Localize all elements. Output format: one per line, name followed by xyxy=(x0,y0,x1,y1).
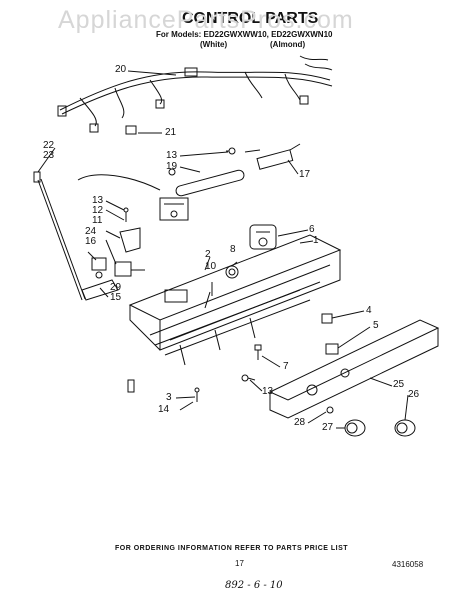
knob-26 xyxy=(394,419,416,437)
screws-bottom xyxy=(241,374,256,382)
callout-6: 6 xyxy=(309,224,315,235)
callout-27: 27 xyxy=(322,422,334,433)
small-part-19 xyxy=(168,168,176,176)
leader-lines xyxy=(37,70,409,429)
cold-control xyxy=(77,174,189,221)
callout-13-top: 13 xyxy=(166,150,178,161)
callout-14: 14 xyxy=(158,404,170,415)
callout-2: 2 xyxy=(205,249,211,260)
variant-almond: (Almond) xyxy=(270,40,306,49)
sensor-cover xyxy=(175,169,245,197)
callout-22: 22 xyxy=(43,140,55,151)
callout-19: 19 xyxy=(166,161,178,172)
callout-29: 29 xyxy=(110,282,122,293)
watermark: AppliancePartsPros.com xyxy=(58,6,354,34)
ordering-note: FOR ORDERING INFORMATION REFER TO PARTS … xyxy=(115,545,349,552)
callout-16: 16 xyxy=(85,236,97,247)
callout-10: 10 xyxy=(205,261,217,272)
wire-clip xyxy=(125,125,137,135)
callout-25: 25 xyxy=(393,379,405,390)
damper-control xyxy=(225,265,239,279)
document-code: 4316058 xyxy=(392,560,424,569)
bracket-3 xyxy=(127,379,135,393)
knob-27 xyxy=(344,419,366,437)
callout-26: 26 xyxy=(408,389,420,400)
model-numbers: For Models: ED22GWXWW10, ED22GWXWN10 xyxy=(156,30,333,39)
switch-parts-4-5 xyxy=(321,313,339,355)
callout-15: 15 xyxy=(110,292,122,303)
callout-1: 1 xyxy=(313,235,319,246)
trim-panel xyxy=(268,319,440,419)
switch-assembly xyxy=(91,257,145,279)
screw-7 xyxy=(254,344,262,360)
callout-13-bottom: 13 xyxy=(262,386,274,397)
callout-13-left: 13 xyxy=(92,195,104,206)
callout-5: 5 xyxy=(373,320,379,331)
callout-4: 4 xyxy=(366,305,372,316)
callout-12: 12 xyxy=(92,205,104,216)
callout-11: 11 xyxy=(92,215,103,226)
lever-15 xyxy=(81,279,119,301)
screw-top xyxy=(226,147,236,155)
callout-3: 3 xyxy=(166,392,172,403)
diagram-title: CONTROL PARTS xyxy=(182,10,319,27)
handwritten-note: 892 - 6 - 10 xyxy=(225,580,283,591)
callout-21: 21 xyxy=(165,127,177,138)
thermistor xyxy=(244,143,301,170)
callout-20: 20 xyxy=(115,64,127,75)
bracket-11 xyxy=(119,227,141,253)
page-number: 17 xyxy=(235,559,244,568)
callout-28: 28 xyxy=(294,417,306,428)
callout-8: 8 xyxy=(230,244,236,255)
washer-28 xyxy=(326,406,334,414)
control-knob-assembly xyxy=(249,224,277,250)
callout-17: 17 xyxy=(299,169,311,180)
housing-rails xyxy=(154,289,311,366)
wire-harness xyxy=(57,55,333,133)
variant-white: (White) xyxy=(200,40,228,49)
callout-23: 23 xyxy=(43,150,55,161)
screw-left xyxy=(123,207,129,222)
screw-3 xyxy=(194,387,200,402)
callout-24: 24 xyxy=(85,226,97,237)
callout-7: 7 xyxy=(283,361,289,372)
control-rod xyxy=(33,171,86,301)
